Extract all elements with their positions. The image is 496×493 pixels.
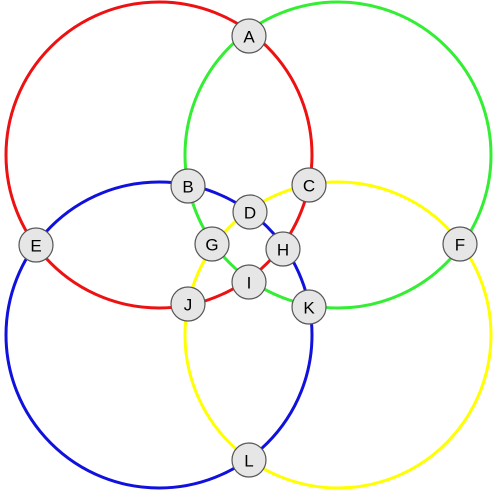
- node-circle: [170, 286, 206, 322]
- node-label: K: [303, 299, 315, 318]
- node-i: I: [231, 264, 267, 300]
- node-f: F: [442, 226, 478, 262]
- node-circle: [231, 442, 267, 478]
- node-circle: [231, 18, 267, 54]
- node-circle: [18, 227, 54, 263]
- node-label: H: [277, 241, 289, 260]
- green-ring: [183, 0, 493, 310]
- node-d: D: [232, 194, 268, 230]
- node-e: E: [18, 227, 54, 263]
- node-label: B: [182, 178, 193, 197]
- node-c: C: [291, 167, 327, 203]
- node-l: L: [231, 442, 267, 478]
- node-label: L: [244, 452, 253, 471]
- node-circle: [291, 289, 327, 325]
- node-h: H: [265, 231, 301, 267]
- node-b: B: [170, 168, 206, 204]
- rings-layer: [4, 0, 493, 490]
- node-circle: [265, 231, 301, 267]
- node-j: J: [170, 286, 206, 322]
- node-circle: [291, 167, 327, 203]
- node-label: A: [243, 28, 255, 47]
- node-label: J: [184, 296, 193, 315]
- node-g: G: [194, 226, 230, 262]
- node-circle: [232, 194, 268, 230]
- node-label: D: [244, 204, 256, 223]
- node-a: A: [231, 18, 267, 54]
- nodes-layer: A B C D E F G H I J K L: [18, 18, 478, 478]
- node-label: I: [247, 274, 252, 293]
- red-ring: [4, 0, 314, 310]
- node-label: G: [205, 236, 218, 255]
- node-label: C: [303, 177, 315, 196]
- node-circle: [194, 226, 230, 262]
- blue-ring: [4, 180, 314, 490]
- node-k: K: [291, 289, 327, 325]
- yellow-ring: [183, 180, 493, 490]
- node-label: E: [30, 237, 41, 256]
- node-circle: [170, 168, 206, 204]
- node-circle: [231, 264, 267, 300]
- node-label: F: [455, 236, 465, 255]
- node-circle: [442, 226, 478, 262]
